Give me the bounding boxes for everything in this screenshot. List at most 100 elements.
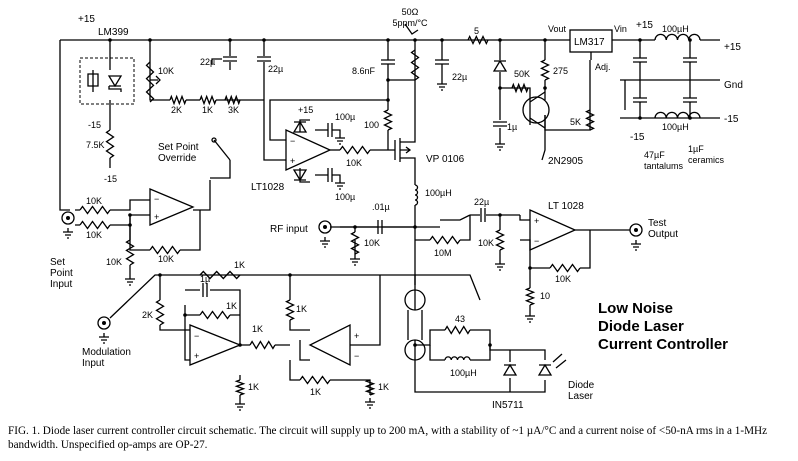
inductor-100uh-bot xyxy=(654,111,701,119)
wire xyxy=(159,275,190,331)
connector-top xyxy=(404,289,426,311)
resistor-1k-a xyxy=(249,340,276,350)
label-r-10k-fb2: 10K xyxy=(555,274,571,284)
label-in5711: IN5711 xyxy=(492,400,524,411)
junction-dot xyxy=(128,213,132,217)
junction-dot xyxy=(543,38,547,42)
ground-set-point xyxy=(63,228,73,239)
label-out-m15: -15 xyxy=(724,114,739,125)
resistor-3k xyxy=(224,94,241,106)
label-r-10m: 10M xyxy=(434,248,452,258)
label-c-100u-top: 100µ xyxy=(335,112,355,122)
junction-dot xyxy=(353,225,357,229)
resistor-100 xyxy=(382,109,394,131)
label-l-100uh-top: 100µH xyxy=(662,24,689,34)
resistor-1k-fb xyxy=(199,310,231,320)
diode-laser xyxy=(537,363,553,376)
inductor-100uh-laser xyxy=(444,356,471,361)
junction-dot xyxy=(386,38,390,42)
junction-dot xyxy=(238,343,242,347)
label-rf-input: RF input xyxy=(270,224,308,235)
label-vp0106: VP 0106 xyxy=(426,154,465,165)
label-q-2n2905: 2N2905 xyxy=(548,156,583,167)
label-c-01u: .01µ xyxy=(372,202,390,212)
opamp-set-point xyxy=(149,188,195,226)
junction-dot xyxy=(440,38,444,42)
label-vin: Vin xyxy=(614,24,627,34)
wire xyxy=(299,340,310,361)
label-c-1u: 1µ xyxy=(507,122,517,132)
inductor-100uh-top xyxy=(654,33,701,41)
wire xyxy=(109,274,416,319)
label-r-10k-fb: 10K xyxy=(158,254,174,264)
junction-dot xyxy=(528,266,532,270)
wire xyxy=(415,215,471,241)
opamp-mod-a xyxy=(189,324,242,366)
resistor-50k xyxy=(511,82,529,94)
diode-bot-rail xyxy=(292,169,308,182)
label-r-10k-in1: 10K xyxy=(86,196,102,206)
junction-dot xyxy=(498,38,502,42)
opamp-sign: − xyxy=(290,136,295,146)
opamp-sign: + xyxy=(290,156,295,166)
wire xyxy=(299,168,310,183)
wire xyxy=(185,289,241,345)
junction-dot xyxy=(638,116,642,120)
wire xyxy=(59,40,70,211)
label-c-22u-a: 22µ xyxy=(200,57,215,67)
lm399-heater xyxy=(87,70,99,92)
ground-rf-10k xyxy=(350,255,360,266)
label-lt1028-a: LT1028 xyxy=(251,182,285,193)
diode-protect xyxy=(492,59,508,72)
resistor-43 xyxy=(444,325,471,335)
opamp-sign: − xyxy=(534,236,539,246)
wire xyxy=(75,199,150,211)
junction-dot xyxy=(413,225,417,229)
label-vm15-ref: -15 xyxy=(88,120,101,130)
label-r-1k-d: 1K xyxy=(310,387,321,397)
wire xyxy=(415,274,481,301)
junction-dot xyxy=(228,38,232,42)
rf-input-jack-pin xyxy=(323,225,327,229)
label-r-10: 10 xyxy=(540,291,550,301)
label-c-100u-bot: 100µ xyxy=(335,192,355,202)
resistor-10k-gnd xyxy=(125,239,135,266)
ground-100u-bot xyxy=(335,179,345,190)
resistor-7k5 xyxy=(105,129,115,159)
capacitor-tantalum-bot xyxy=(633,97,647,103)
ground-1u xyxy=(495,140,505,151)
capacitor-tantalum-top xyxy=(633,57,647,63)
opamp-sign: + xyxy=(534,216,539,226)
junction-dot xyxy=(288,273,292,277)
label-vm15-7k5: -15 xyxy=(104,174,117,184)
label-v15-left: +15 xyxy=(78,14,95,25)
ground-1k-b xyxy=(235,400,245,411)
label-r-50k: 50K xyxy=(514,69,530,79)
label-r-10k-in2: 10K xyxy=(86,230,102,240)
label-r-2k: 2K xyxy=(171,105,182,115)
opamp-sign: − xyxy=(154,194,159,204)
wire xyxy=(530,230,591,269)
junction-dot xyxy=(413,343,417,347)
capacitor-ceramic-top xyxy=(683,57,697,63)
switch-contact xyxy=(211,137,217,143)
capacitor-22u-b xyxy=(257,56,271,62)
modulation-input-jack xyxy=(97,316,111,330)
set-point-input-jack-pin xyxy=(66,216,70,220)
wire xyxy=(149,40,170,101)
label-l-100uh: 100µH xyxy=(425,188,452,198)
potentiometer-10k xyxy=(145,61,155,103)
diode-top-rail xyxy=(292,120,308,133)
ground-rf xyxy=(320,237,330,248)
wire xyxy=(489,345,546,360)
resistor-10k-fb2 xyxy=(549,263,581,273)
label-vm15-cap: -15 xyxy=(630,132,645,143)
capacitor-100u-bot xyxy=(327,168,333,182)
resistor-10m xyxy=(429,235,461,245)
wire xyxy=(440,214,471,221)
wire xyxy=(520,239,531,270)
resistor-10k-fb xyxy=(149,245,181,255)
